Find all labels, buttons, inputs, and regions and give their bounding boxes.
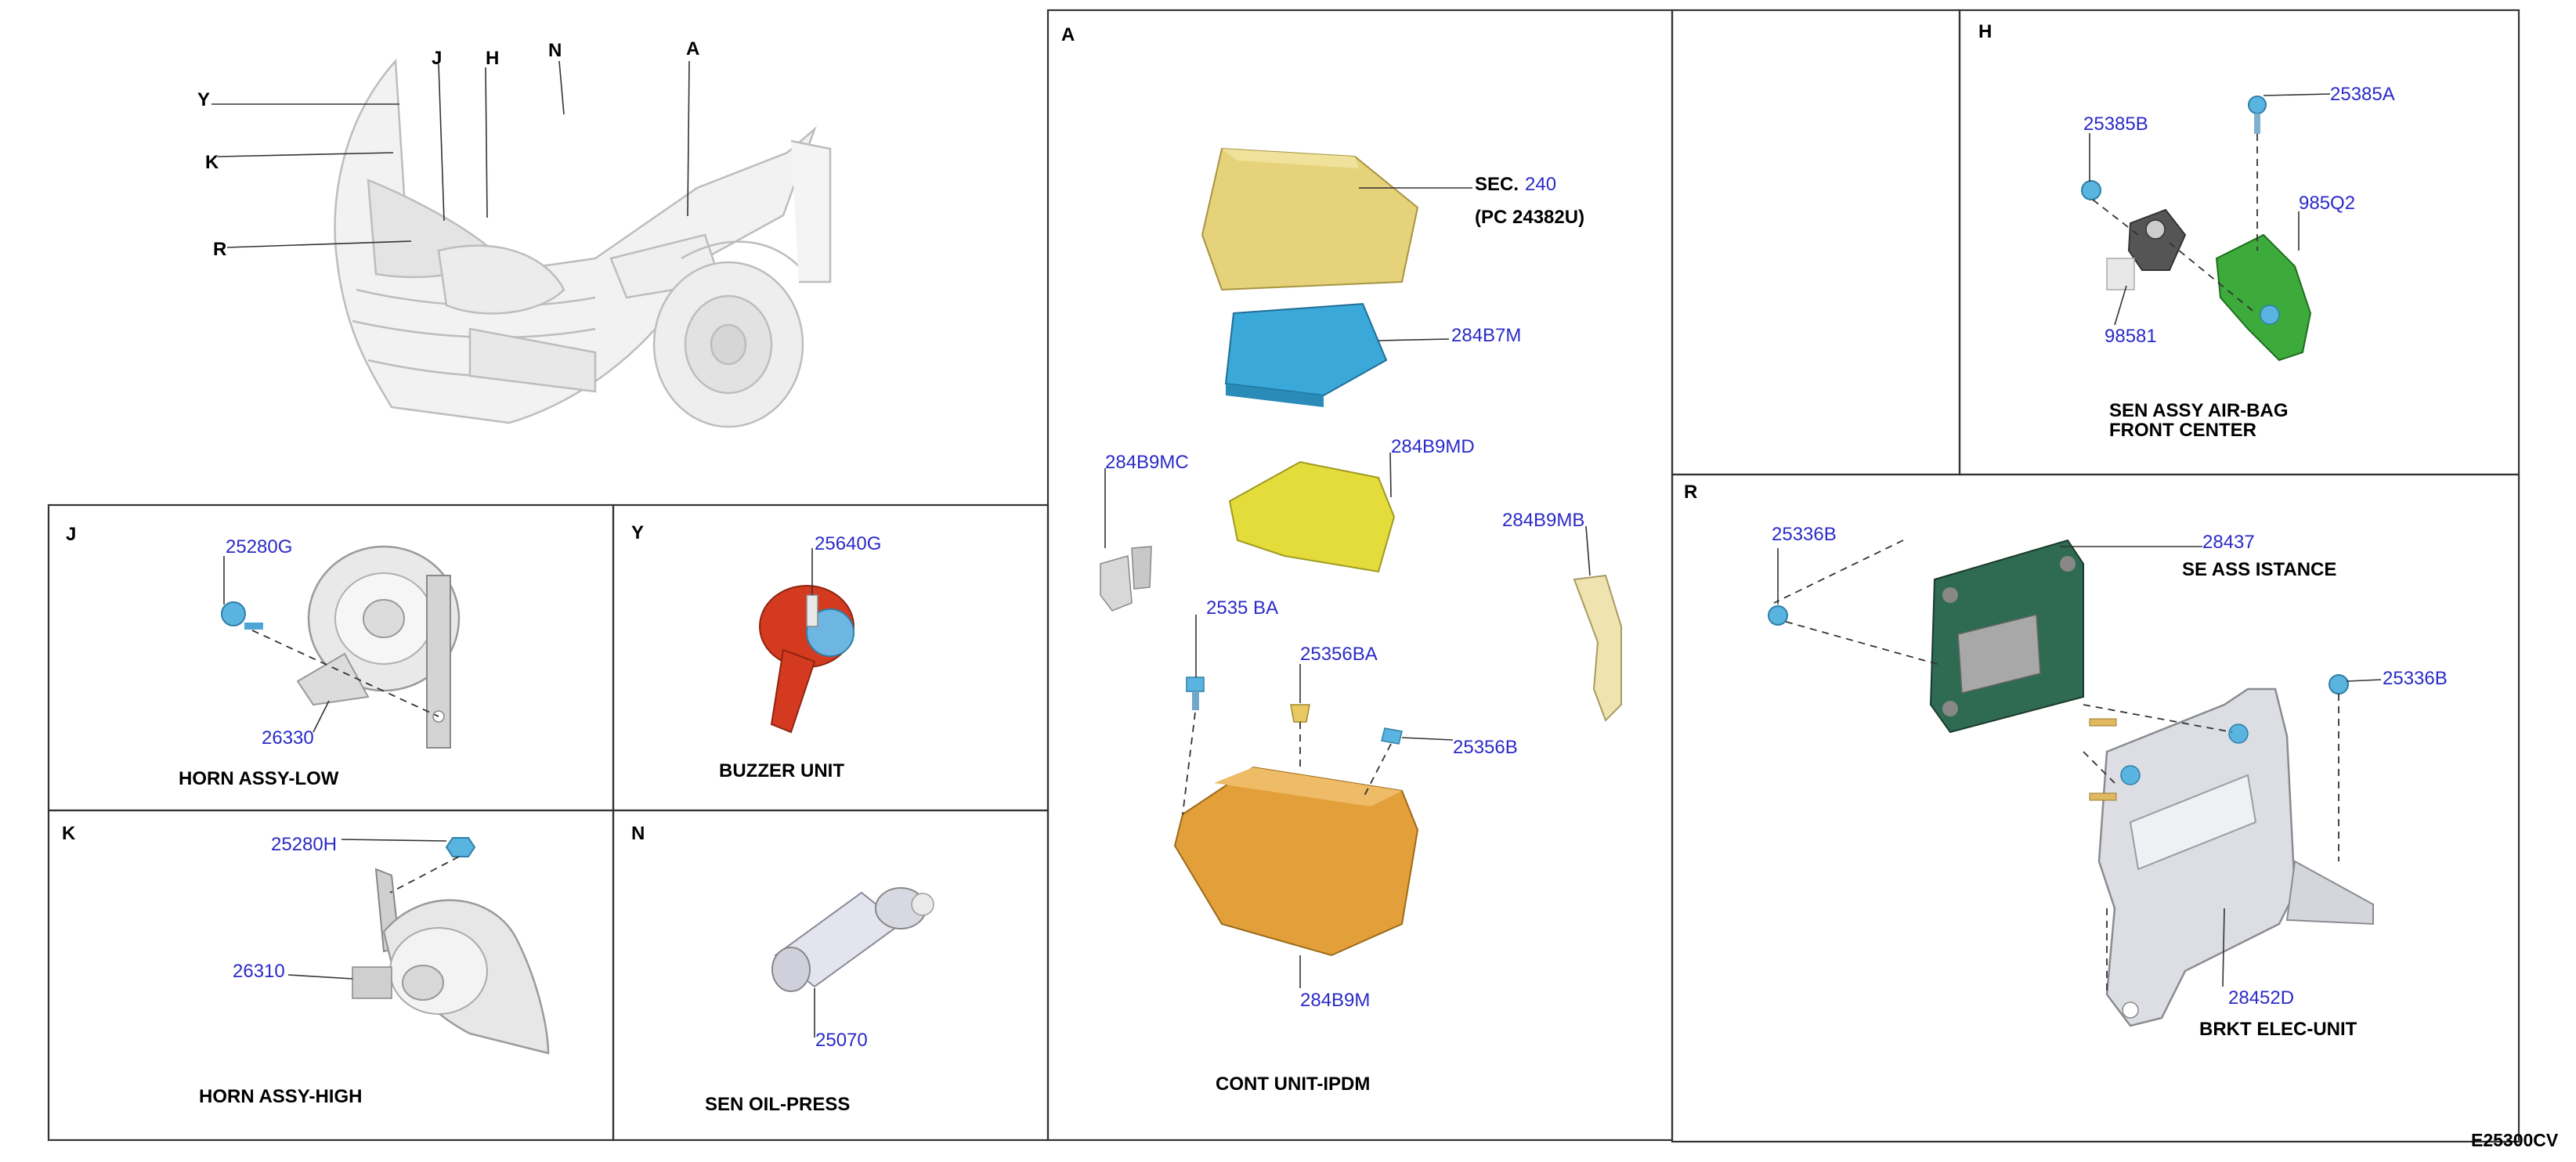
part-number-25356b: 25356B bbox=[1453, 737, 1518, 758]
panel-y-buzzer: Y 25640G BUZZER UNIT bbox=[612, 503, 1050, 812]
diagram-code: E25300CV bbox=[2471, 1130, 2559, 1150]
part-number-284b9m: 284B9M bbox=[1300, 990, 1370, 1011]
overview-vehicle: Y K R J H N A bbox=[197, 38, 832, 428]
part-number-25385b: 25385B bbox=[2083, 114, 2148, 135]
part-number-25280g: 25280G bbox=[226, 536, 292, 558]
part-number-25385a: 25385A bbox=[2330, 84, 2395, 105]
part-number-28437: 28437 bbox=[2202, 532, 2255, 553]
part-number-26330: 26330 bbox=[262, 727, 314, 749]
ipdm-sec-prefix: SEC. bbox=[1475, 174, 1519, 195]
part-number-98581: 98581 bbox=[2105, 326, 2157, 347]
part-number-25640g: 25640G bbox=[815, 533, 881, 554]
ipdm-bracket-left bbox=[1100, 546, 1152, 612]
panel-r-elec-bracket: R 25336B bbox=[1671, 473, 2520, 1143]
ipdm-tray bbox=[1173, 766, 1419, 957]
panel-h-title-line2: FRONT CENTER bbox=[2109, 420, 2256, 441]
ipdm-upper-cover bbox=[1201, 147, 1419, 291]
buzzer-illustration bbox=[759, 585, 854, 734]
panel-k-title: HORN ASSY-HIGH bbox=[199, 1086, 362, 1107]
panel-n-title: SEN OIL-PRESS bbox=[705, 1094, 850, 1115]
ipdm-bracket-right bbox=[1573, 574, 1622, 722]
ipdm-fasteners bbox=[1186, 677, 1403, 745]
oil-press-sensor-illustration bbox=[771, 887, 934, 992]
horn-low-illustration bbox=[296, 545, 461, 749]
elec-bracket-illustration bbox=[2097, 687, 2374, 1027]
part-number-284b9mb: 284B9MB bbox=[1502, 510, 1584, 531]
panel-r-letter: R bbox=[1684, 482, 1697, 503]
ipdm-sec-note: (PC 24382U) bbox=[1475, 207, 1584, 228]
overview-callouts: Y K R J H N A bbox=[197, 38, 699, 260]
callout-letter-n: N bbox=[548, 40, 562, 61]
callout-letter-k: K bbox=[205, 152, 219, 173]
horn-high-illustration bbox=[352, 868, 550, 1055]
vehicle-front-illustration bbox=[334, 58, 832, 428]
callout-letter-h: H bbox=[486, 48, 499, 69]
part-number-28452d: 28452D bbox=[2228, 987, 2294, 1009]
panel-h-letter: H bbox=[1978, 21, 1992, 42]
part-number-25336b-right: 25336B bbox=[2383, 668, 2448, 689]
panel-a-title: CONT UNIT-IPDM bbox=[1216, 1074, 1370, 1095]
airbag-fasteners bbox=[2081, 96, 2267, 200]
panel-a-letter: A bbox=[1061, 24, 1075, 45]
callout-letter-a: A bbox=[686, 38, 699, 60]
part-number-284b7m: 284B7M bbox=[1451, 325, 1521, 346]
panel-n-letter: N bbox=[631, 823, 645, 844]
part-number-985q2: 985Q2 bbox=[2299, 193, 2355, 214]
part-number-284b9md: 284B9MD bbox=[1391, 436, 1475, 457]
panel-h-airbag-sensor: H 25385B 25385A 985Q2 98581 SEN ASSY AIR… bbox=[1671, 9, 2520, 476]
part-number-284b9mc: 284B9MC bbox=[1105, 452, 1189, 473]
callout-letter-y: Y bbox=[197, 89, 210, 110]
airbag-sensor-illustration bbox=[2106, 208, 2187, 290]
nut-25280h-shape bbox=[445, 837, 476, 857]
part-number-26310: 26310 bbox=[233, 961, 285, 982]
panel-a-ipdm: A bbox=[1046, 9, 1674, 1142]
panel-r-title: BRKT ELEC-UNIT bbox=[2199, 1019, 2357, 1040]
panel-r-frame bbox=[1671, 473, 2520, 1143]
callout-letter-j: J bbox=[432, 48, 442, 69]
ipdm-module bbox=[1224, 302, 1388, 407]
part-number-25070: 25070 bbox=[815, 1030, 868, 1051]
panel-j-letter: J bbox=[66, 524, 76, 545]
panel-j-horn-low: J 25280G 26330 HORN ASSY-LOW bbox=[47, 503, 615, 812]
part-number-25356ba: 25356BA bbox=[1300, 644, 1378, 665]
panel-h-title-line1: SEN ASSY AIR-BAG bbox=[2109, 400, 2288, 421]
panel-n-oil-press: N 25070 SEN OIL-PRESS bbox=[612, 809, 1050, 1142]
panel-k-horn-high: K 25280H 26310 HORN ASSY-HIGH bbox=[47, 809, 615, 1142]
panel-y-letter: Y bbox=[631, 522, 644, 543]
part-number-25280h: 25280H bbox=[271, 834, 337, 855]
ipdm-lower-cover bbox=[1228, 460, 1396, 573]
distance-sensor-label: SE ASS ISTANCE bbox=[2182, 559, 2336, 580]
airbag-bracket-illustration bbox=[2215, 233, 2312, 362]
panel-k-letter: K bbox=[62, 823, 76, 844]
part-number-25336b-left: 25336B bbox=[1772, 524, 1837, 545]
panel-blank-frame bbox=[1671, 9, 1961, 476]
nut-25280g-shape bbox=[221, 601, 263, 630]
panel-j-title: HORN ASSY-LOW bbox=[179, 768, 339, 789]
ipdm-sec-number: 240 bbox=[1525, 174, 1556, 195]
panel-y-title: BUZZER UNIT bbox=[719, 760, 844, 781]
callout-letter-r: R bbox=[213, 239, 226, 260]
distance-sensor-illustration bbox=[1929, 539, 2084, 734]
part-number-bolt-left: 2535 BA bbox=[1206, 597, 1278, 619]
